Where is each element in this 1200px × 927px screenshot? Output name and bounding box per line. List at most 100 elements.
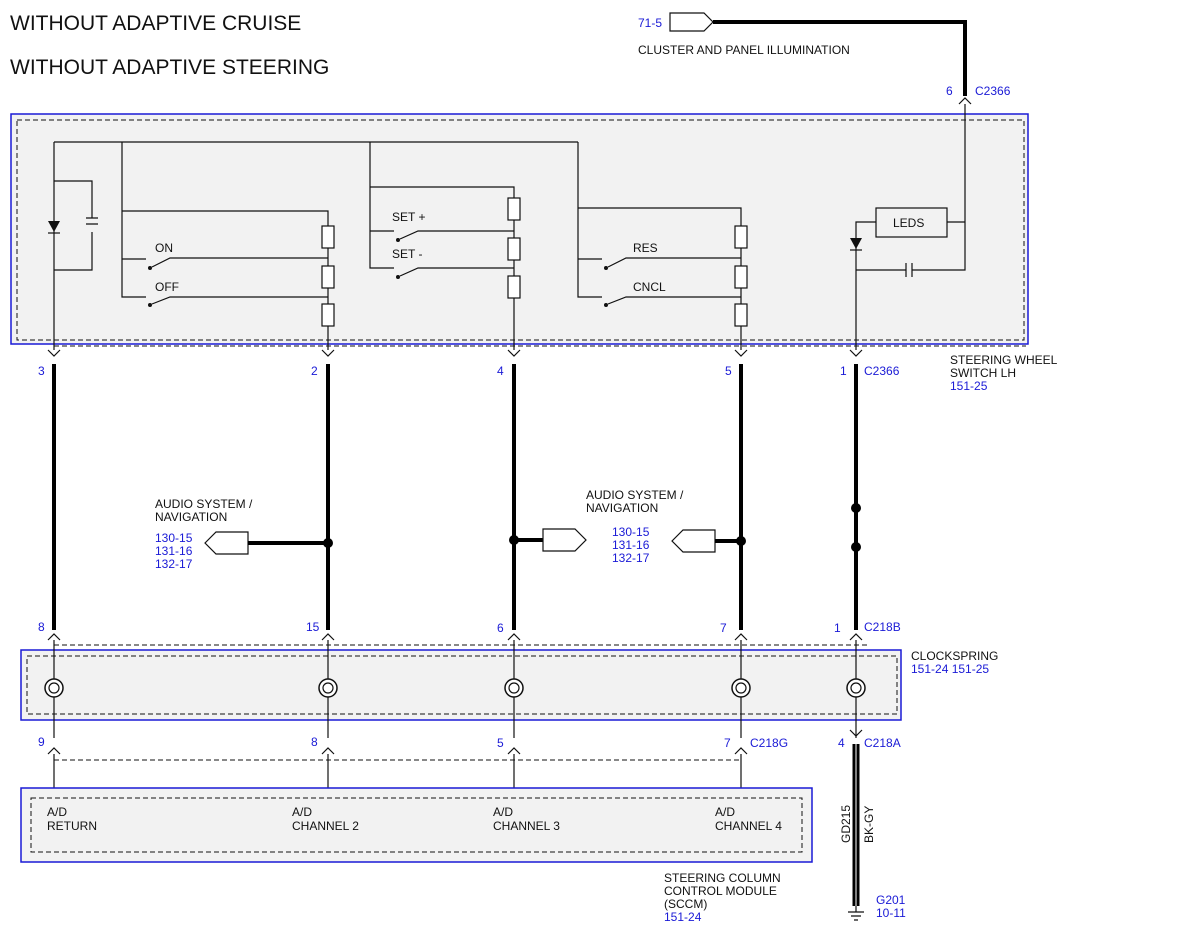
steering-wheel-switch-inner (16, 119, 1025, 341)
clockspring-bottom-pin-5: 5 (497, 736, 504, 750)
sccm-name-2: CONTROL MODULE (664, 884, 777, 898)
switch-off[interactable] (151, 296, 328, 305)
sccm-name-3: (SCCM) (664, 897, 707, 911)
audio-right-label-2: NAVIGATION (586, 501, 658, 515)
audio-left-ref-3: 132-17 (155, 557, 193, 571)
illumination-pin-chevron (958, 97, 972, 105)
label-cncl: CNCL (633, 280, 666, 294)
audio-right-label-1: AUDIO SYSTEM / (586, 488, 684, 502)
audio-right-ref-3: 132-17 (612, 551, 650, 565)
clockspring-top-pin-15: 15 (306, 620, 320, 634)
switch-set-minus[interactable] (399, 267, 514, 277)
resistor-6 (507, 275, 521, 299)
label-leds: LEDS (893, 216, 924, 230)
sccm-ch1-l2: RETURN (47, 819, 97, 833)
sccm-inner (30, 797, 803, 853)
resistor-7 (734, 225, 748, 249)
clockspring-refs: 151-24 151-25 (911, 662, 989, 676)
capacitor-symbol-left (86, 217, 98, 225)
clockspring-bottom-pin-9: 9 (38, 735, 45, 749)
switch-pin-3: 3 (38, 364, 45, 378)
audio-left-ref-1: 130-15 (155, 531, 193, 545)
sccm-ch3-l2: CHANNEL 3 (493, 819, 560, 833)
sccm-feed-lines (53, 754, 742, 800)
set-branch (369, 142, 394, 269)
resistor-2 (321, 265, 335, 289)
clockspring-bottom-pin-7: 7 (724, 736, 731, 750)
leds-wire-left (855, 221, 876, 350)
clockspring-top-chevrons (47, 633, 863, 641)
audio-left-ref-2: 131-16 (155, 544, 193, 558)
resistor-5 (507, 237, 521, 261)
leds-wire-right (912, 104, 966, 271)
sccm-name-1: STEERING COLUMN (664, 871, 781, 885)
clockspring-connector-c218g: C218G (750, 736, 788, 750)
splice-left (323, 538, 333, 548)
clockspring-bottom-pin-4: 4 (838, 736, 845, 750)
label-set-minus: SET - (392, 247, 422, 261)
label-res: RES (633, 241, 658, 255)
audio-right-ref-2: 131-16 (612, 538, 650, 552)
illumination-connector: C2366 (975, 84, 1011, 98)
label-off: OFF (155, 280, 179, 294)
ground-ref: G201 (876, 893, 906, 907)
clockspring-top-pin-1: 1 (834, 621, 841, 635)
label-set-plus: SET + (392, 210, 425, 224)
sccm-ch2-l1: A/D (292, 805, 312, 819)
resistor-1 (321, 225, 335, 249)
sccm-ch2-l2: CHANNEL 2 (292, 819, 359, 833)
diode-symbol-left (48, 221, 60, 232)
resistor-3 (321, 303, 335, 327)
clockspring-bottom-chevrons (47, 729, 863, 755)
diode-symbol-right (850, 238, 862, 249)
splice-right (736, 536, 746, 546)
sccm-ch3-l1: A/D (493, 805, 513, 819)
clockspring-bottom-pin-8: 8 (311, 735, 318, 749)
switch-pin-1: 1 (840, 364, 847, 378)
audio-left-label-1: AUDIO SYSTEM / (155, 497, 253, 511)
clockspring-coils (44, 678, 866, 698)
illumination-wire (713, 20, 967, 96)
sccm-ch4-l2: CHANNEL 4 (715, 819, 782, 833)
label-on: ON (155, 241, 173, 255)
splice-pin1-b (851, 542, 861, 552)
switch-set-plus[interactable] (399, 230, 514, 240)
clockspring-connector-c218b: C218B (864, 620, 901, 634)
resistor-8 (734, 265, 748, 289)
ground-ref-page: 10-11 (876, 906, 906, 920)
switch-module-name-2: SWITCH LH (950, 366, 1016, 380)
sccm-box (20, 787, 813, 863)
clockspring-connector-c218a: C218A (864, 736, 901, 750)
ground-circuit: GD215 (839, 805, 853, 843)
switch-res[interactable] (607, 257, 741, 268)
illumination-connector-flag (669, 12, 714, 32)
clockspring-top-pin-6: 6 (497, 621, 504, 635)
switch-connector-c2366: C2366 (864, 364, 900, 378)
illumination-ref: 71-5 (638, 16, 662, 30)
sccm-ch4-l1: A/D (715, 805, 735, 819)
ground-symbol (848, 906, 864, 921)
switch-module-ref: 151-25 (950, 379, 988, 393)
title-line-2: WITHOUT ADAPTIVE STEERING (10, 56, 329, 79)
sccm-ch1-l1: A/D (47, 805, 67, 819)
res-branch (577, 142, 602, 298)
steering-wheel-switch-box (10, 113, 1029, 345)
sccm-ref: 151-24 (664, 910, 702, 924)
switch-cncl[interactable] (607, 296, 741, 305)
switch-pin-chevrons (47, 349, 863, 357)
title-line-1: WITHOUT ADAPTIVE CRUISE (10, 12, 301, 35)
clockspring-top-pin-8: 8 (38, 620, 45, 634)
leds-box (875, 207, 948, 238)
resistor-9 (734, 303, 748, 327)
clockspring-inner (26, 655, 898, 715)
onoff-branch (121, 142, 146, 298)
ground-wire-color: BK-GY (862, 806, 876, 843)
audio-left-connector-flag (204, 531, 249, 555)
illumination-pin: 6 (946, 84, 953, 98)
cap-branch (54, 180, 93, 271)
clockspring-name: CLOCKSPRING (911, 649, 998, 663)
audio-left-label-2: NAVIGATION (155, 510, 227, 524)
switch-on[interactable] (151, 257, 328, 268)
clockspring-box (20, 649, 902, 721)
